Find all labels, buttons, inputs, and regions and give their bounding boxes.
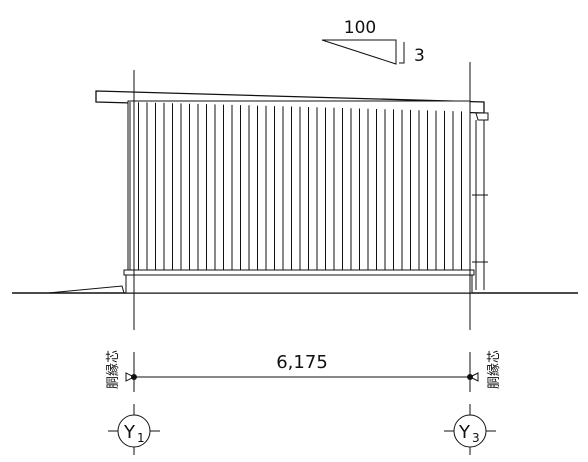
foundation xyxy=(123,269,475,276)
wall-siding xyxy=(129,102,471,270)
dimension-marker-right xyxy=(468,372,479,382)
slope-run-label: 100 xyxy=(344,18,376,38)
slope-rise-label: 3 xyxy=(414,46,425,66)
slope-rise-bracket xyxy=(399,42,405,64)
gutter xyxy=(475,112,489,121)
grid-bubble-y1: Y 1 xyxy=(108,404,160,455)
foundation-base xyxy=(125,274,473,294)
wall-outline xyxy=(127,100,471,274)
svg-text:1: 1 xyxy=(137,431,145,445)
dimension-value: 6,175 xyxy=(276,352,328,373)
svg-text:Y: Y xyxy=(123,422,136,443)
svg-text:Y: Y xyxy=(458,422,471,443)
svg-text:3: 3 xyxy=(472,431,480,445)
axis-note-left: 胴縁芯 xyxy=(105,350,121,389)
ground-ramp xyxy=(47,285,125,294)
slope-triangle xyxy=(321,39,397,65)
grid-bubble-y3: Y 3 xyxy=(444,404,496,455)
axis-note-right: 胴縁芯 xyxy=(486,350,502,389)
dimension-marker-left xyxy=(125,372,136,382)
